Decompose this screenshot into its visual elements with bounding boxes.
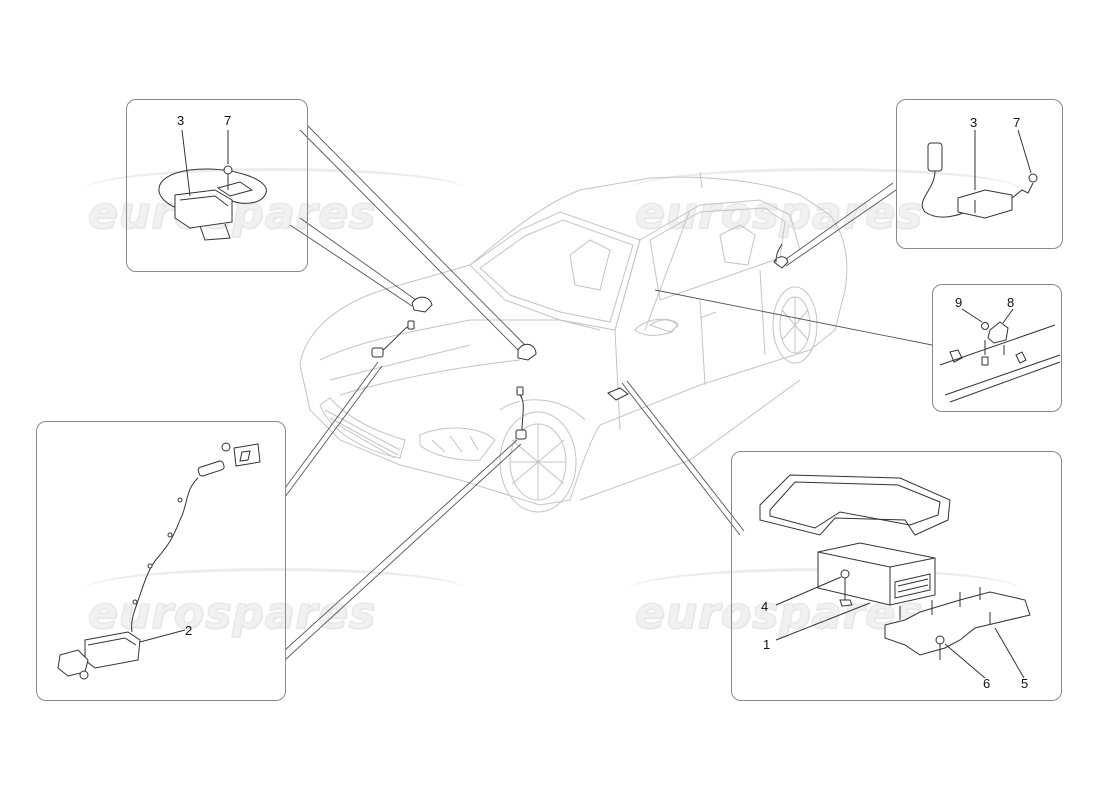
callout-5: 5 bbox=[1021, 676, 1029, 691]
callout-2: 2 bbox=[185, 623, 193, 638]
callout-4: 4 bbox=[761, 599, 769, 614]
callout-8: 8 bbox=[1007, 295, 1015, 310]
inset-mid-right bbox=[932, 284, 1062, 412]
callout-3: 3 bbox=[177, 113, 185, 128]
inset-bottom-right bbox=[731, 451, 1062, 701]
callout-9: 9 bbox=[955, 295, 963, 310]
callout-1: 1 bbox=[763, 637, 771, 652]
callout-7: 7 bbox=[224, 113, 232, 128]
callout-3: 3 bbox=[970, 115, 978, 130]
inset-top-right bbox=[896, 99, 1063, 249]
inset-bottom-left bbox=[36, 421, 286, 701]
inset-top-left bbox=[126, 99, 308, 272]
callout-6: 6 bbox=[983, 676, 991, 691]
callout-7: 7 bbox=[1013, 115, 1021, 130]
